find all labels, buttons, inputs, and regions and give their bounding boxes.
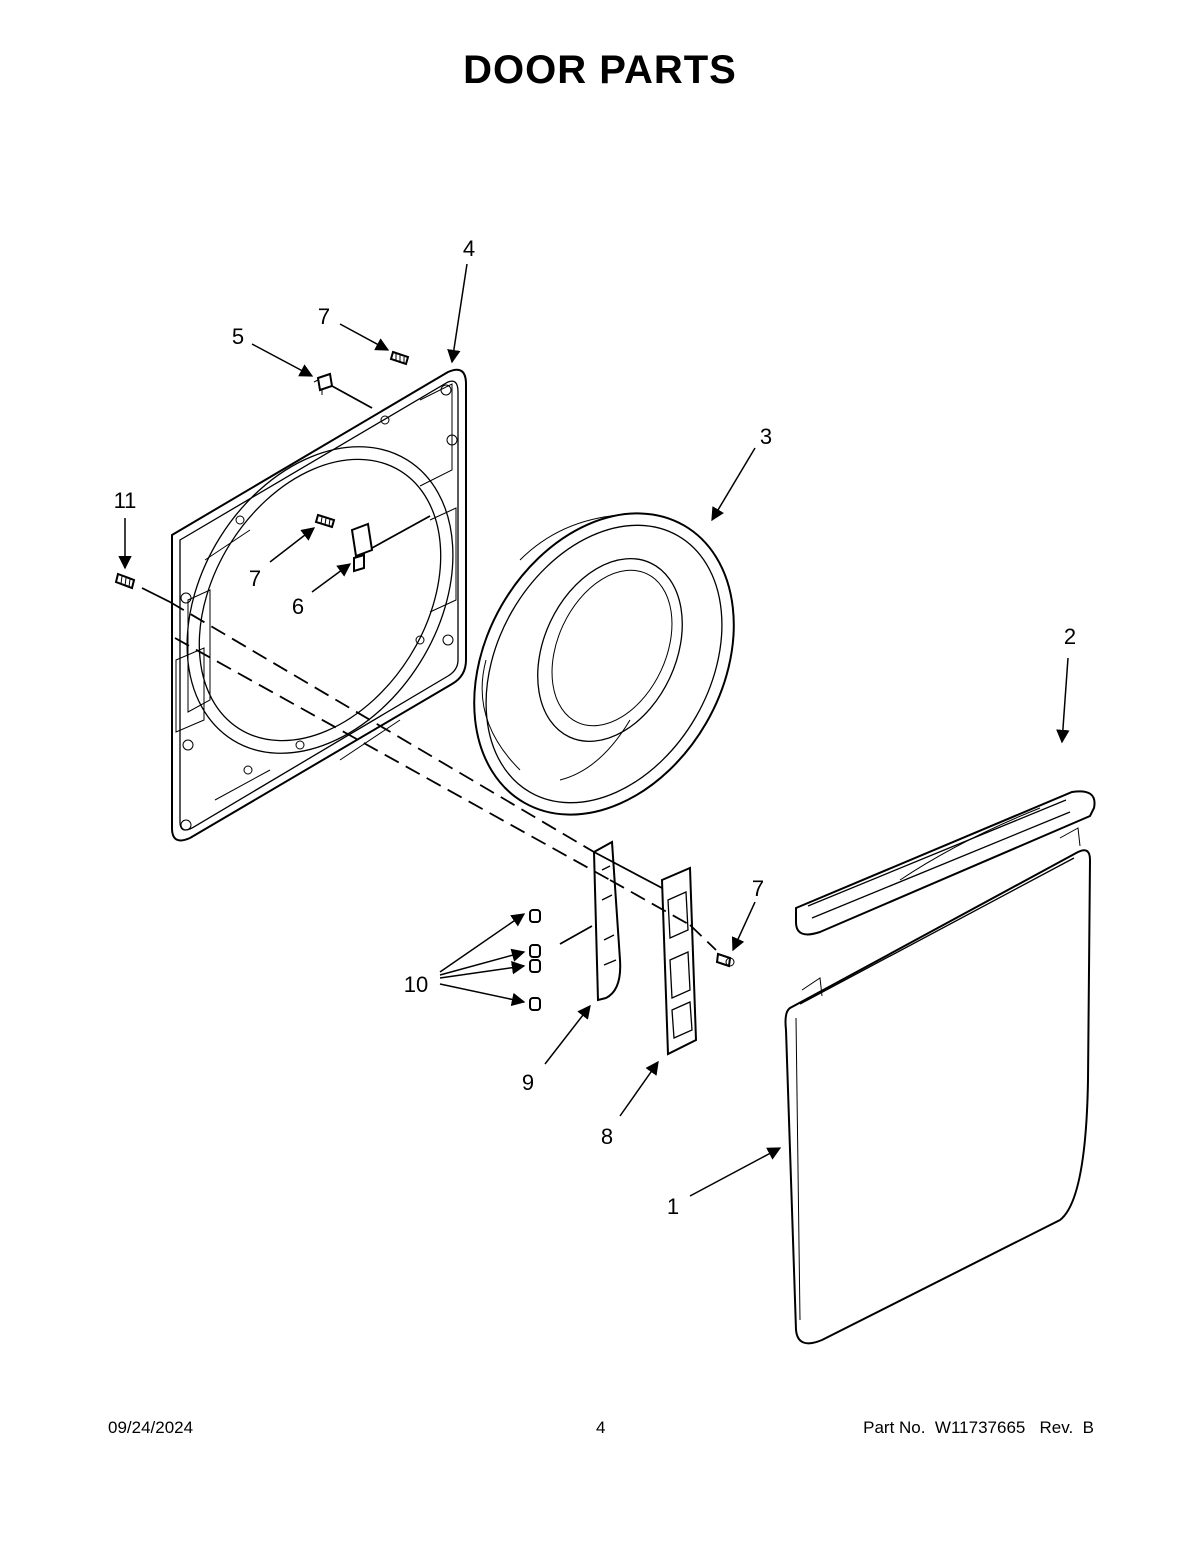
part-2-handle-trim xyxy=(795,790,1096,936)
callout-7-hinge: 7 xyxy=(752,876,764,901)
part-1-outer-door xyxy=(784,827,1092,1345)
part-8-hinge-plate xyxy=(660,866,698,1056)
callout-5: 5 xyxy=(232,324,244,349)
part-5-screw xyxy=(313,372,334,395)
alignment-lines xyxy=(141,385,717,951)
callout-4: 4 xyxy=(463,236,475,261)
part-7-screw-top xyxy=(389,350,410,366)
leader-arrows xyxy=(118,263,1070,1197)
callout-1: 1 xyxy=(667,1194,679,1219)
footer-date: 09/24/2024 xyxy=(108,1418,194,1437)
part-9-hinge xyxy=(592,840,622,1002)
callout-2: 2 xyxy=(1064,624,1076,649)
part-10-bushings xyxy=(529,909,541,1011)
callout-8: 8 xyxy=(601,1124,613,1149)
part-7-screw-hinge xyxy=(715,952,735,968)
callout-10: 10 xyxy=(404,972,428,997)
footer-page-number: 4 xyxy=(596,1418,606,1437)
callout-3: 3 xyxy=(760,424,772,449)
part-7-screw-middle xyxy=(314,513,336,529)
part-11-screw xyxy=(114,572,136,590)
footer-part-number: Part No. W11737665 Rev. B xyxy=(863,1418,1094,1437)
callout-7-middle: 7 xyxy=(249,566,261,591)
callout-6: 6 xyxy=(292,594,304,619)
callout-11: 11 xyxy=(114,488,137,513)
part-6-bracket xyxy=(350,522,374,573)
page-title: DOOR PARTS xyxy=(463,48,737,92)
part-3-door-window xyxy=(473,512,735,816)
part-4-door-frame xyxy=(171,368,467,842)
callout-7-top: 7 xyxy=(318,304,330,329)
callout-9: 9 xyxy=(522,1070,534,1095)
